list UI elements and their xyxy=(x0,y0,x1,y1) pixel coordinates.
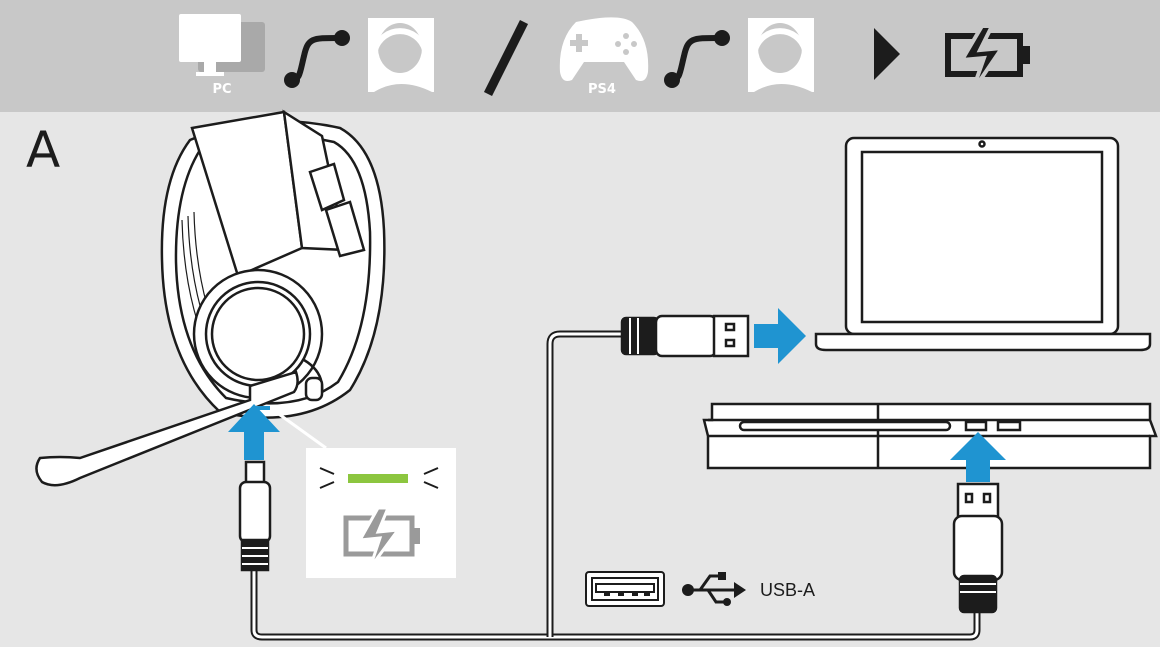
headset-user-icon-2 xyxy=(748,18,814,92)
ps4-label: PS4 xyxy=(588,82,616,97)
panel-letter: A xyxy=(26,121,61,179)
plug-in-arrow-headset xyxy=(228,404,280,460)
cable-icon xyxy=(284,30,350,88)
usb-a-plug-ps4 xyxy=(952,482,1004,614)
ps4-console-illustration xyxy=(702,402,1158,470)
led-callout-box xyxy=(306,448,456,578)
usb-symbol-icon xyxy=(682,572,746,606)
battery-charging-small-icon xyxy=(343,506,420,569)
pc-label: PC xyxy=(212,82,232,97)
battery-charging-icon xyxy=(945,24,1030,94)
headset-user-icon xyxy=(368,18,434,92)
cable-icon-2 xyxy=(664,30,730,88)
plug-in-arrow-laptop xyxy=(754,308,806,364)
micro-usb-plug xyxy=(238,460,272,572)
plug-in-arrow-ps4 xyxy=(950,432,1006,482)
separator-slash xyxy=(483,19,529,97)
play-arrow-icon xyxy=(874,28,900,80)
pc-monitor-icon xyxy=(179,14,265,76)
gamepad-icon xyxy=(559,17,649,81)
usb-port-icon xyxy=(585,571,665,607)
headset-illustration xyxy=(35,109,386,487)
usb-a-label: USB-A xyxy=(760,580,816,600)
usb-a-plug-laptop xyxy=(620,314,750,358)
laptop-illustration xyxy=(814,136,1152,352)
led-indicator xyxy=(348,474,408,483)
